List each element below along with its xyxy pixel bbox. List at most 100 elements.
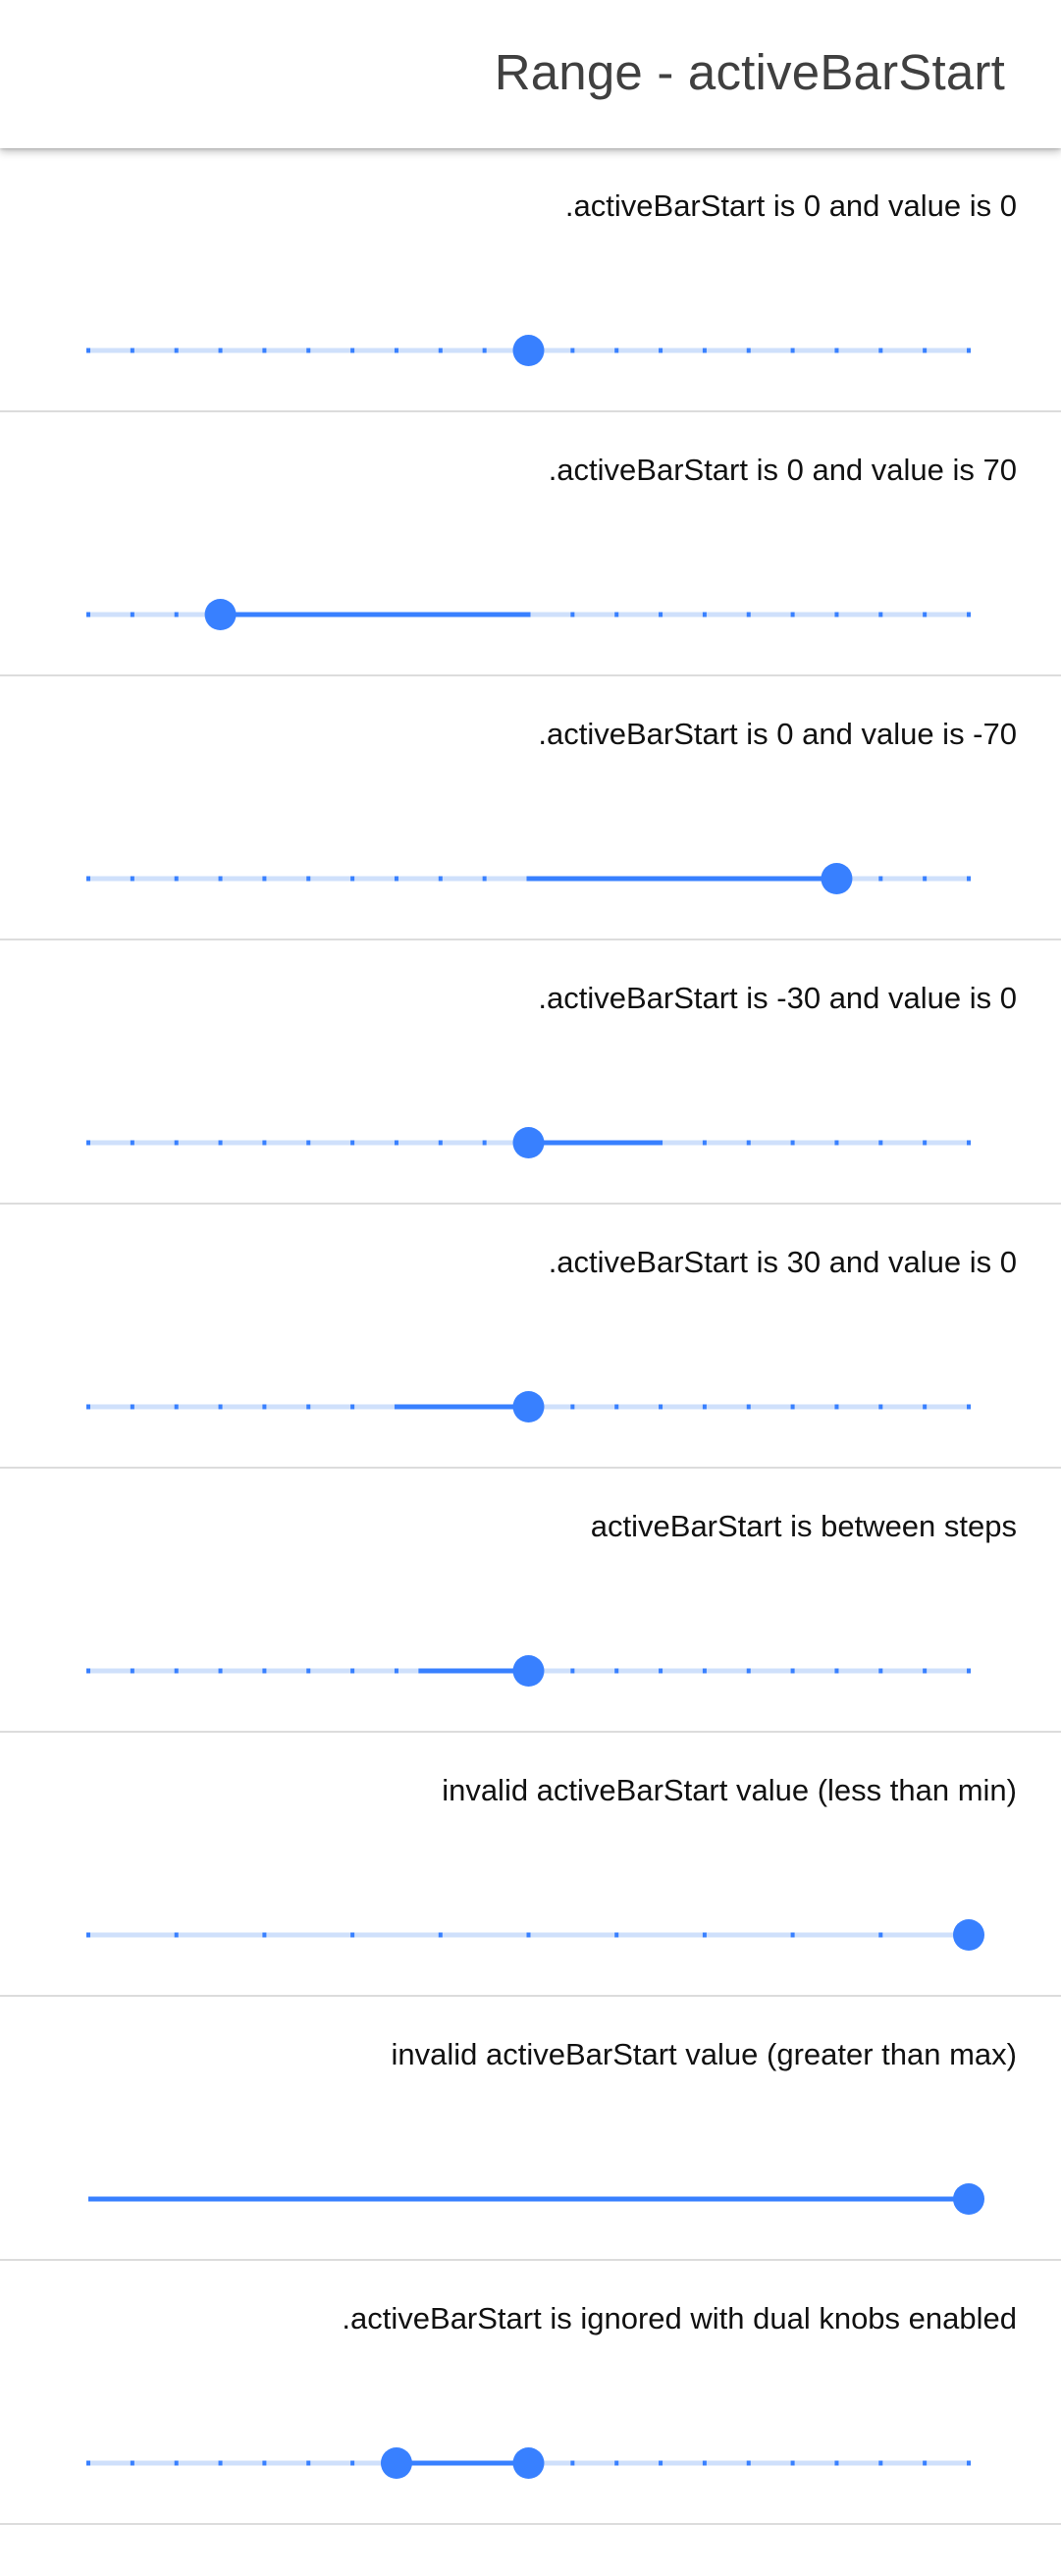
range-slider[interactable] [0,148,1061,412]
range-tick [86,1668,90,1674]
range-tick [262,1404,267,1410]
range-tick [438,1140,443,1146]
range-tick [967,612,971,617]
range-tick [746,612,751,617]
range-knob[interactable] [953,1919,984,1951]
range-tick [130,1404,134,1410]
range-tick [350,1668,355,1674]
range-tick [262,1140,267,1146]
range-tick [923,612,928,617]
range-tick [834,612,839,617]
range-item: .activeBarStart is -30 and value is 0 [0,940,1061,1205]
range-tick [790,612,795,617]
range-label: .activeBarStart is 30 and value is 0 [548,1245,1017,1279]
range-tick [790,1668,795,1674]
range-slider[interactable] [0,1733,1061,1997]
range-tick [174,1668,179,1674]
range-label: .activeBarStart is ignored with dual kno… [342,2301,1017,2335]
range-tick [306,876,311,882]
range-label: invalid activeBarStart value (less than … [442,1773,1017,1807]
range-tick [967,1668,971,1674]
range-tick [878,1404,883,1410]
range-tick [746,1668,751,1674]
range-tick [130,876,134,882]
range-item: .activeBarStart is 0 and value is 70 [0,412,1061,676]
range-tick [394,348,398,353]
range-tick [218,876,223,882]
range-tick [923,348,928,353]
range-tick [130,348,134,353]
range-tick [790,2460,795,2466]
range-tick [438,876,443,882]
range-tick [614,2460,619,2466]
range-knob[interactable] [953,2183,984,2215]
range-item: invalid activeBarStart value (less than … [0,1733,1061,1997]
range-tick [702,1404,707,1410]
range-slider[interactable] [0,2261,1061,2525]
range-slider[interactable] [0,1997,1061,2261]
range-tick [570,2460,575,2466]
range-label: .activeBarStart is 0 and value is 70 [548,453,1017,487]
range-tick [86,876,90,882]
range-tick [350,1932,355,1938]
range-tick [86,612,90,617]
range-knob[interactable] [204,599,237,630]
range-tick [659,348,663,353]
range-tick [702,2460,707,2466]
range-tick [878,348,883,353]
range-tick [218,348,223,353]
range-knob[interactable] [821,863,853,894]
range-tick [174,612,179,617]
range-tick [262,2460,267,2466]
range-tick [130,1140,134,1146]
range-knob-lower[interactable] [380,2447,412,2479]
toolbar: Range - activeBarStart [0,0,1061,148]
range-tick [702,612,707,617]
range-tick [174,1140,179,1146]
range-tick [570,1404,575,1410]
range-tick [570,1668,575,1674]
range-tick [350,2460,355,2466]
range-tick [570,612,575,617]
range-tick [702,1668,707,1674]
range-tick [350,348,355,353]
range-slider[interactable] [0,676,1061,940]
range-tick [702,1932,707,1938]
range-tick [394,876,398,882]
range-tick [967,876,971,882]
range-slider[interactable] [0,1205,1061,1469]
range-tick [174,876,179,882]
range-tick [659,2460,663,2466]
range-tick [967,2460,971,2466]
range-tick [967,1404,971,1410]
range-knob[interactable] [512,335,545,366]
range-tick [834,1140,839,1146]
range-item: activeBarStart is between steps [0,1469,1061,1733]
range-label: .activeBarStart is 0 and value is -70 [538,717,1017,751]
range-tick [438,1932,443,1938]
range-knob[interactable] [512,1391,545,1422]
range-knob[interactable] [512,1127,545,1158]
range-knob[interactable] [512,1655,545,1687]
range-tick [218,1404,223,1410]
range-tick [878,1932,883,1938]
range-tick [394,1668,398,1674]
range-knob-upper[interactable] [512,2447,545,2479]
range-tick [306,1140,311,1146]
range-tick [790,1140,795,1146]
range-tick [746,2460,751,2466]
range-tick [614,1404,619,1410]
range-tick [262,348,267,353]
range-tick [306,2460,311,2466]
range-slider[interactable] [0,412,1061,676]
range-tick [614,1932,619,1938]
range-tick [262,1668,267,1674]
range-tick [702,348,707,353]
range-item: .activeBarStart is ignored with dual kno… [0,2261,1061,2525]
range-slider[interactable] [0,940,1061,1205]
range-tick [174,1932,179,1938]
range-tick [659,612,663,617]
range-tick [218,1668,223,1674]
range-slider[interactable] [0,1469,1061,1733]
range-tick [878,2460,883,2466]
